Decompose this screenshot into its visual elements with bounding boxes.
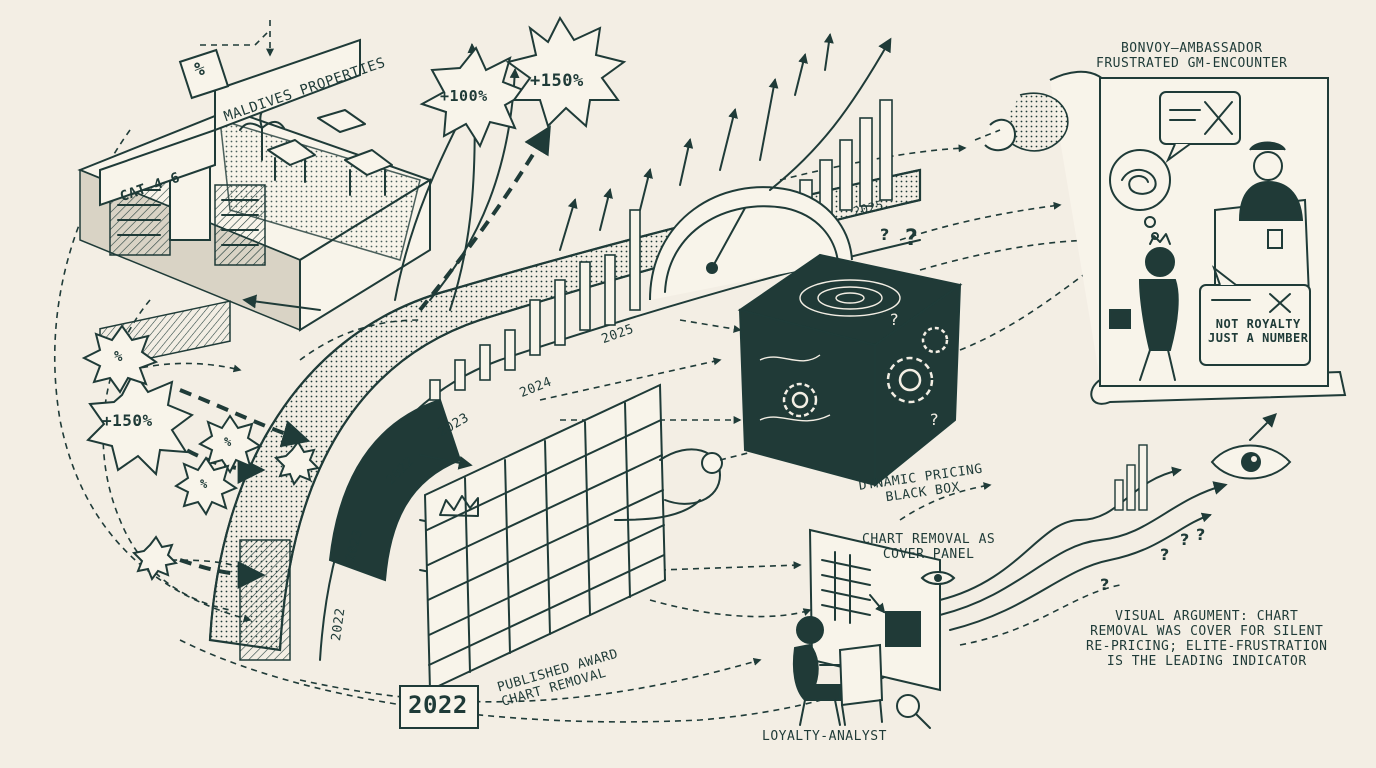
svg-text:?: ? <box>880 225 889 244</box>
label-percent-left-2: % <box>224 435 232 449</box>
magnifier-icon <box>896 694 931 729</box>
gear-icon <box>782 326 949 418</box>
eye-icon <box>1210 444 1292 480</box>
black-box-cube: ? ? ? <box>737 226 963 488</box>
svg-text:?: ? <box>1196 525 1205 544</box>
svg-text:?: ? <box>905 226 918 251</box>
label-year-2022-tag: 2022 <box>408 691 468 719</box>
svg-text:?: ? <box>890 310 899 329</box>
label-percent-top: % <box>194 59 206 80</box>
eye-icon <box>920 571 956 585</box>
svg-text:?: ? <box>930 410 939 429</box>
year-tag-box <box>399 685 479 729</box>
label-visual-argument: VISUAL ARGUMENT: CHART REMOVAL WAS COVER… <box>1086 609 1328 669</box>
label-cover-panel: CHART REMOVAL AS COVER PANEL <box>862 532 996 562</box>
label-percent-left-3: % <box>200 477 208 491</box>
label-not-royalty: NOT ROYALTY JUST A NUMBER <box>1208 317 1309 345</box>
svg-text:?: ? <box>1160 545 1169 564</box>
scroll-panel <box>974 70 1347 405</box>
hotel-properties-block <box>77 38 433 370</box>
label-percent-left-1: % <box>114 349 123 365</box>
label-scroll-title: BONVOY–AMBASSADOR FRUSTRATED GM-ENCOUNTE… <box>1096 41 1288 71</box>
label-loyalty-analyst: LOYALTY-ANALYST <box>762 729 887 744</box>
question-marks: ?? ?? ? <box>880 225 1205 594</box>
loyalty-analyst-figure <box>792 616 931 729</box>
label-burst-plus-100: +100% <box>440 87 488 105</box>
speedometer-icon <box>649 186 853 301</box>
timeline-arch <box>208 99 922 661</box>
svg-text:?: ? <box>1180 530 1189 549</box>
label-burst-plus-150-left: +150% <box>102 411 153 430</box>
label-burst-plus-150-top: +150% <box>530 71 584 91</box>
award-chart-table <box>423 383 801 692</box>
svg-text:?: ? <box>1100 575 1109 594</box>
crown-icon <box>439 495 479 517</box>
leading-indicator-flow <box>939 413 1292 646</box>
starbursts <box>81 15 627 582</box>
